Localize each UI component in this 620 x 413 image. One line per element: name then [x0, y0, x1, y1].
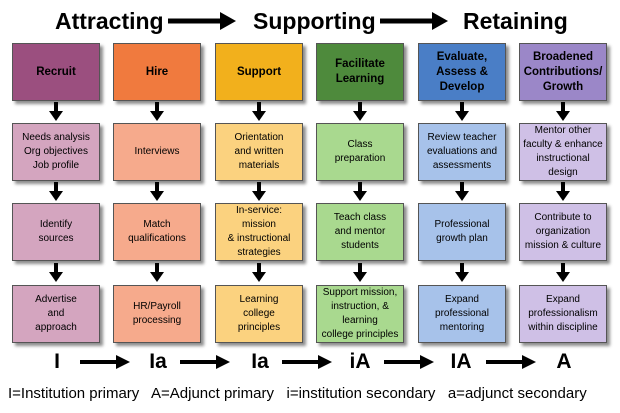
legend-item-adjunct-secondary: a=adjunct secondary	[447, 385, 587, 402]
step-cell-broadened-contributions-growth-2: Contribute to organization mission & cul…	[519, 203, 607, 261]
code-arrow-5	[486, 355, 536, 369]
down-arrow-icon	[252, 263, 266, 282]
role-code-4: iA	[349, 350, 371, 373]
role-code-1: I	[54, 350, 60, 373]
stage-header-support: Support	[215, 43, 303, 101]
step-cell-evaluate-assess-develop-2: Professional growth plan	[418, 203, 506, 261]
down-arrow-icon	[150, 102, 164, 121]
code-arrow-1	[80, 355, 130, 369]
phase-arrow-1	[168, 12, 236, 30]
down-arrow-icon	[556, 102, 570, 121]
step-cell-evaluate-assess-develop-3: Expand professional mentoring	[418, 285, 506, 343]
down-arrow-icon	[49, 102, 63, 121]
stage-header-hire: Hire	[113, 43, 201, 101]
role-code-6: A	[556, 350, 572, 373]
down-arrow-icon	[150, 182, 164, 201]
down-arrow-icon	[353, 263, 367, 282]
step-cell-broadened-contributions-growth-1: Mentor other faculty & enhance instructi…	[519, 123, 607, 181]
stage-header-broadened-contributions-growth: Broadened Contributions/ Growth	[519, 43, 607, 101]
step-cell-recruit-2: Identify sources	[12, 203, 100, 261]
step-cell-broadened-contributions-growth-3: Expand professionalism within discipline	[519, 285, 607, 343]
phase-title-supporting: Supporting	[253, 8, 376, 34]
step-cell-recruit-3: Advertise and approach	[12, 285, 100, 343]
code-arrow-3	[282, 355, 332, 369]
stage-header-facilitate-learning: Facilitate Learning	[316, 43, 404, 101]
down-arrow-icon	[556, 263, 570, 282]
down-arrow-icon	[252, 182, 266, 201]
legend-item-adjunct-primary: A=Adjunct primary	[151, 385, 274, 402]
down-arrow-icon	[455, 182, 469, 201]
phase-title-retaining: Retaining	[463, 8, 568, 34]
step-cell-hire-2: Match qualifications	[113, 203, 201, 261]
down-arrow-icon	[49, 263, 63, 282]
step-cell-hire-3: HR/Payroll processing	[113, 285, 201, 343]
stage-header-recruit: Recruit	[12, 43, 100, 101]
step-cell-support-2: In-service: mission & instructional stra…	[215, 203, 303, 261]
down-arrow-icon	[49, 182, 63, 201]
step-cell-facilitate-learning-1: Class preparation	[316, 123, 404, 181]
step-cell-support-1: Orientation and written materials	[215, 123, 303, 181]
step-cell-recruit-1: Needs analysis Org objectives Job profil…	[12, 123, 100, 181]
step-cell-support-3: Learning college principles	[215, 285, 303, 343]
legend-item-institution-secondary: i=institution secondary	[286, 385, 436, 402]
down-arrow-icon	[252, 102, 266, 121]
phase-arrow-2	[380, 12, 448, 30]
down-arrow-icon	[556, 182, 570, 201]
down-arrow-icon	[150, 263, 164, 282]
down-arrow-icon	[455, 102, 469, 121]
legend-item-institution-primary: I=Institution primary	[8, 385, 140, 402]
down-arrow-icon	[353, 102, 367, 121]
down-arrow-icon	[455, 263, 469, 282]
role-code-3: Ia	[251, 350, 269, 373]
down-arrow-icon	[353, 182, 367, 201]
role-code-5: IA	[450, 350, 472, 373]
step-cell-evaluate-assess-develop-1: Review teacher evaluations and assessmen…	[418, 123, 506, 181]
legend: I=Institution primary A=Adjunct primary …	[8, 384, 587, 404]
code-arrow-4	[384, 355, 434, 369]
phase-title-attracting: Attracting	[55, 8, 164, 34]
stage-header-evaluate-assess-develop: Evaluate, Assess & Develop	[418, 43, 506, 101]
step-cell-hire-1: Interviews	[113, 123, 201, 181]
code-arrow-2	[180, 355, 230, 369]
step-cell-facilitate-learning-2: Teach class and mentor students	[316, 203, 404, 261]
step-cell-facilitate-learning-3: Support mission, instruction, & learning…	[316, 285, 404, 343]
role-code-2: Ia	[149, 350, 167, 373]
